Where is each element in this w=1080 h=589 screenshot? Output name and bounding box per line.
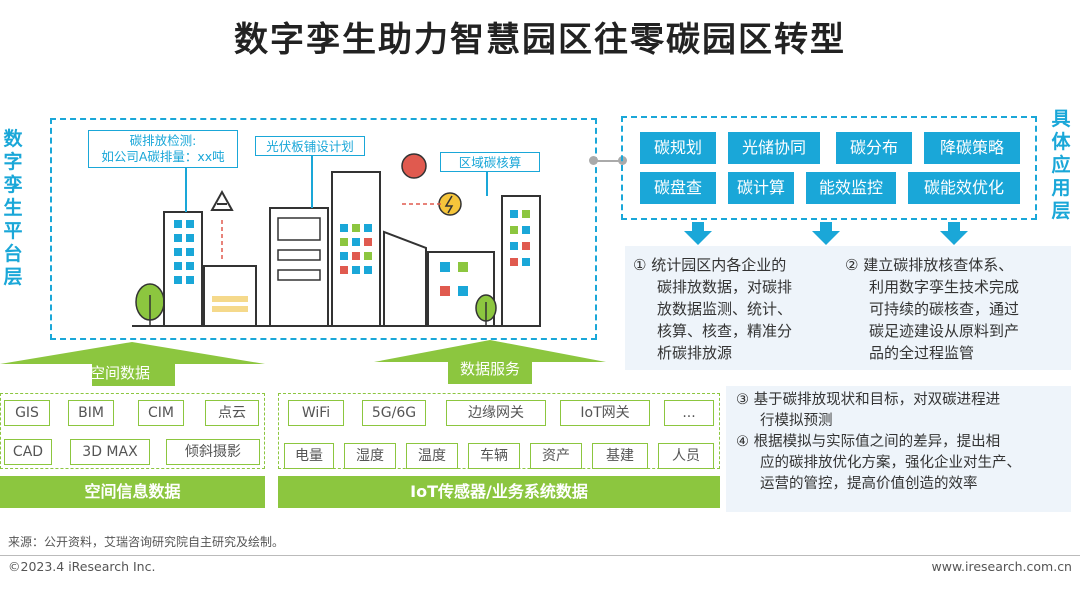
application-layer-label: 具体应用层 [1050, 108, 1072, 223]
description-1: ① 统计园区内各企业的碳排放数据，对碳排放数据监测、统计、核算、核查，精准分析碳… [633, 254, 833, 364]
recycle-icon [212, 192, 232, 210]
app-carbon-calculation: 碳计算 [728, 172, 794, 204]
iot-data-base: IoT传感器/业务系统数据 [278, 476, 720, 508]
app-efficiency-monitoring: 能效监控 [806, 172, 896, 204]
regional-accounting-callout: 区域碳核算 [440, 152, 540, 172]
chip-oblique-photo: 倾斜摄影 [166, 439, 260, 465]
app-storage-coordination: 光储协同 [728, 132, 820, 164]
website: www.iresearch.com.cn [932, 559, 1073, 574]
app-efficiency-optimization: 碳能效优化 [908, 172, 1020, 204]
chip-cim: CIM [138, 400, 184, 426]
solar-plan-callout: 光伏板铺设计划 [255, 136, 365, 156]
data-service-label: 数据服务 [430, 358, 550, 379]
chip-humidity: 湿度 [344, 443, 396, 469]
tree-icon [136, 284, 164, 326]
footer-divider [0, 555, 1080, 556]
chip-5g6g: 5G/6G [362, 400, 426, 426]
low-building-icon [204, 266, 256, 326]
twin-platform-layer-label: 数字孪生平台层 [2, 128, 24, 289]
chip-edge-gateway: 边缘网关 [446, 400, 546, 426]
spatial-data-label: 空间数据 [60, 362, 180, 383]
sun-icon [402, 154, 426, 178]
source-note: 来源：公开资料，艾瑞咨询研究院自主研究及绘制。 [8, 533, 284, 550]
chip-3dmax: 3D MAX [70, 439, 150, 465]
solar-building-icon [270, 208, 328, 326]
app-reduction-strategy: 降碳策略 [924, 132, 1020, 164]
skyscraper-icon [332, 172, 380, 326]
chip-cad: CAD [4, 439, 52, 465]
office-building-icon [164, 212, 202, 326]
chip-iot-gateway: IoT网关 [560, 400, 650, 426]
description-3: ③ 基于碳排放现状和目标，对双碳进程进行模拟预测 [736, 390, 1070, 432]
energy-icon [439, 193, 461, 215]
chip-more: ... [664, 400, 714, 426]
angled-building-icon [384, 232, 426, 326]
app-carbon-distribution: 碳分布 [836, 132, 912, 164]
chip-temperature: 温度 [406, 443, 458, 469]
description-2: ② 建立碳排放核查体系、利用数字孪生技术完成可持续的碳核查，通过碳足迹建设从原料… [845, 254, 1067, 364]
chip-gis: GIS [4, 400, 50, 426]
spatial-info-base: 空间信息数据 [0, 476, 265, 508]
chip-electricity: 电量 [284, 443, 334, 469]
chip-vehicle: 车辆 [468, 443, 520, 469]
down-arrow-icon [812, 231, 840, 245]
office-building-icon [502, 196, 540, 326]
chip-personnel: 人员 [658, 443, 714, 469]
copyright: ©2023.4 iResearch Inc. [8, 559, 155, 574]
chip-wifi: WiFi [288, 400, 344, 426]
emission-monitor-callout: 碳排放检测: 如公司A碳排量：xx吨 [88, 130, 238, 168]
connector-dot [589, 156, 598, 165]
page-title: 数字孪生助力智慧园区往零碳园区转型 [0, 12, 1080, 61]
chip-bim: BIM [68, 400, 114, 426]
description-4: ④ 根据模拟与实际值之间的差异，提出相应的碳排放优化方案，强化企业对生产、运营的… [736, 432, 1070, 495]
chip-asset: 资产 [530, 443, 582, 469]
down-arrow-icon [940, 231, 968, 245]
app-carbon-inventory: 碳盘查 [640, 172, 716, 204]
chip-point-cloud: 点云 [205, 400, 259, 426]
app-carbon-planning: 碳规划 [640, 132, 716, 164]
down-arrow-icon [684, 231, 712, 245]
chip-infrastructure: 基建 [592, 443, 648, 469]
